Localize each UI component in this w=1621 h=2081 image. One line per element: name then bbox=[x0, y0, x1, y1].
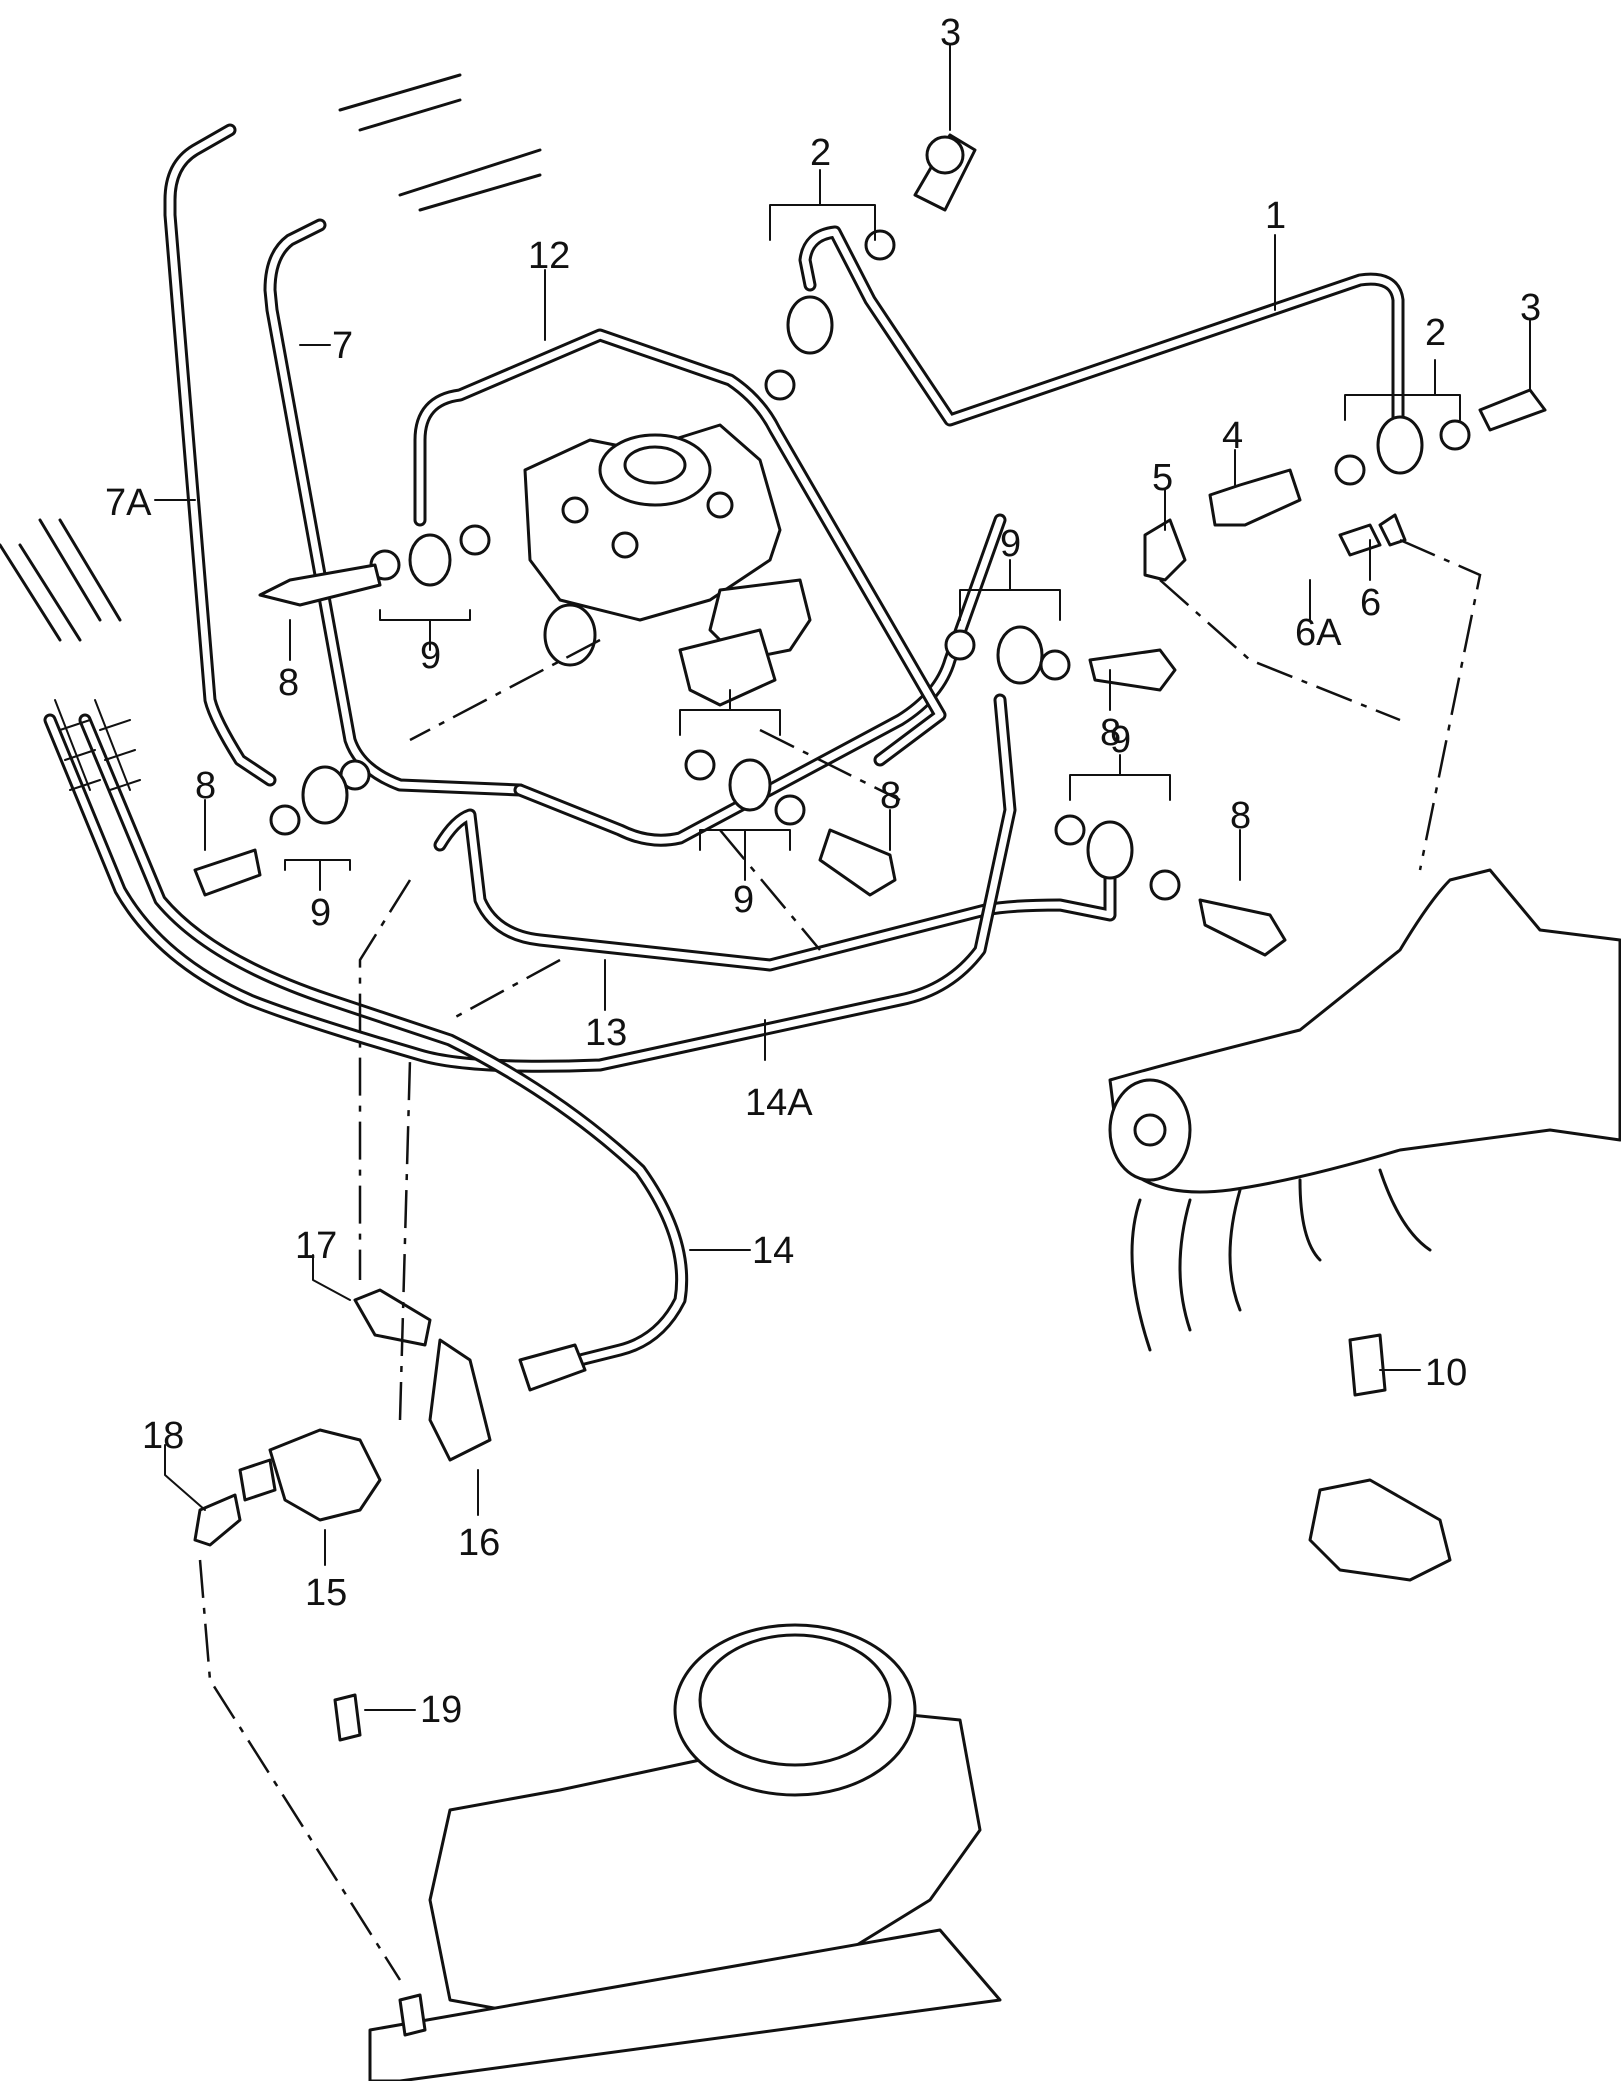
misc-parts bbox=[333, 1333, 1452, 2037]
callout-3: 3 bbox=[940, 12, 961, 54]
pressure-regulator bbox=[193, 1288, 587, 1547]
callout-15: 15 bbox=[305, 1572, 347, 1614]
callout-1: 1 bbox=[1265, 195, 1286, 237]
fittings-and-washers bbox=[193, 133, 1547, 957]
callout-16: 16 bbox=[458, 1522, 500, 1564]
callout-2: 2 bbox=[1425, 312, 1446, 354]
callout-9: 9 bbox=[733, 879, 754, 921]
callout-10: 10 bbox=[1425, 1352, 1467, 1394]
callout-9: 9 bbox=[1110, 719, 1131, 761]
callout-8: 8 bbox=[1100, 712, 1121, 754]
callout-8: 8 bbox=[278, 662, 299, 704]
callout-18: 18 bbox=[142, 1415, 184, 1457]
engine-housing bbox=[1108, 868, 1621, 1352]
callout-labels: 1 2 2 3 3 4 5 6 6A 7 7A 8 8 8 8 8 9 9 9 … bbox=[105, 12, 1541, 1731]
callout-8: 8 bbox=[880, 775, 901, 817]
callout-14: 14 bbox=[752, 1230, 794, 1272]
callout-9: 9 bbox=[310, 892, 331, 934]
callout-9: 9 bbox=[420, 635, 441, 677]
throttle-body bbox=[368, 1623, 1002, 2081]
callout-7A: 7A bbox=[105, 482, 152, 524]
callout-7: 7 bbox=[332, 325, 353, 367]
callout-8: 8 bbox=[195, 765, 216, 807]
callout-6A: 6A bbox=[1295, 612, 1342, 654]
callout-4: 4 bbox=[1222, 415, 1243, 457]
callout-13: 13 bbox=[585, 1012, 627, 1054]
callout-6: 6 bbox=[1360, 582, 1381, 624]
leader-lines bbox=[154, 44, 1531, 1711]
distributor-block bbox=[523, 423, 812, 707]
callout-2: 2 bbox=[810, 132, 831, 174]
callout-5: 5 bbox=[1152, 457, 1173, 499]
callout-19: 19 bbox=[420, 1689, 462, 1731]
assembly-lines bbox=[198, 538, 1482, 1981]
callout-12: 12 bbox=[528, 235, 570, 277]
callout-8: 8 bbox=[1230, 795, 1251, 837]
callout-3: 3 bbox=[1520, 287, 1541, 329]
callout-9: 9 bbox=[1000, 523, 1021, 565]
callout-17: 17 bbox=[295, 1225, 337, 1267]
callout-14A: 14A bbox=[745, 1082, 813, 1124]
fuel-pipes bbox=[0, 73, 1405, 1372]
